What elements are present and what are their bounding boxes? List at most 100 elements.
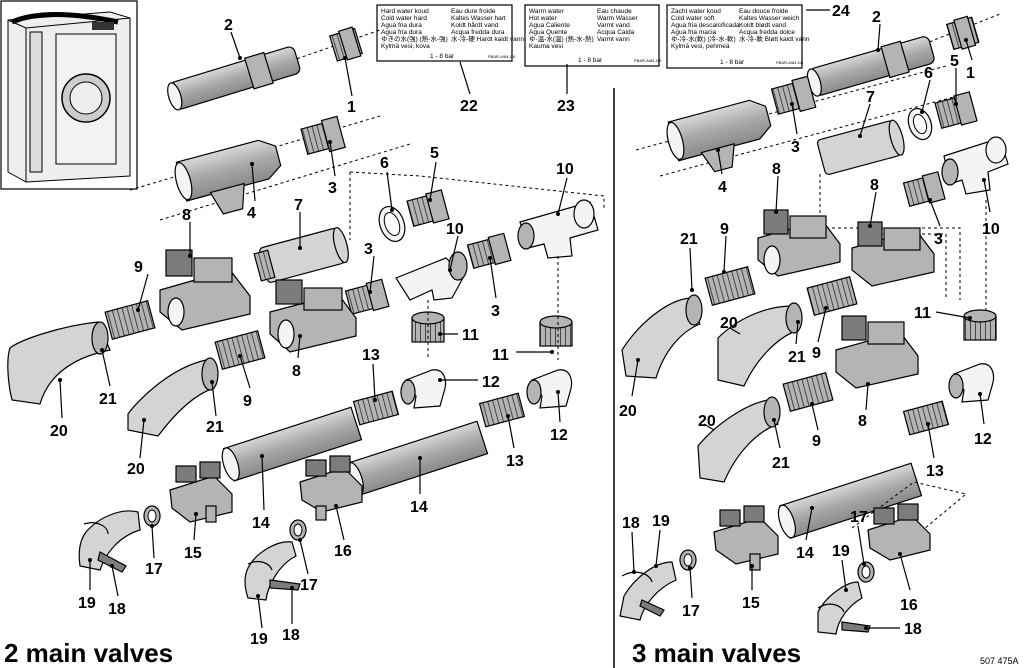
callout-22: 22 [460, 98, 478, 115]
right-callout-21-b: 21 [788, 349, 806, 366]
soft-water-text-l1: Zacht water koud [671, 8, 721, 15]
left-callout-13-b: 13 [506, 453, 524, 470]
hard-water-text-l1: Hard water koud [381, 8, 429, 15]
hot-water-text-l1: Warm water [529, 8, 565, 15]
hot-water-text-l5: ゆ-温-水(温) (熱-水-熱) [529, 34, 594, 43]
right-part-2 [806, 36, 935, 97]
left-callout-18-b: 18 [282, 627, 300, 644]
right-callout-8-mid: 8 [870, 177, 879, 194]
right-callout-9-a: 9 [720, 221, 729, 238]
hard-water-text-r2: Kaltes Wasser hart [451, 15, 506, 22]
left-callout-10-upper: 10 [556, 161, 574, 178]
right-part-1 [945, 15, 980, 51]
left-callout-1: 1 [347, 99, 356, 116]
right-callout-14: 14 [796, 545, 814, 562]
right-callout-20-a: 20 [619, 403, 637, 420]
hard-water-text-l6: Kylmä vesi, kova [381, 43, 430, 50]
left-part-14-b [345, 420, 489, 497]
left-part-4 [174, 139, 282, 215]
right-part-8-mid [851, 221, 935, 287]
hot-water-pressure: 1 - 8 bar [578, 57, 603, 64]
left-callout-8-bottom: 8 [292, 363, 301, 380]
left-parts [7, 26, 605, 601]
soft-water-text-l5: ゆ-冷-水(軟) (冷-水-軟) [671, 34, 736, 43]
right-part-16 [867, 503, 931, 561]
right-callout-20-b: 20 [720, 315, 738, 332]
right-callout-6: 6 [924, 65, 933, 82]
left-callout-11-b: 11 [492, 347, 509, 364]
right-part-9-a [704, 266, 756, 306]
left-callout-19-b: 19 [250, 631, 268, 648]
right-part-15 [713, 505, 779, 571]
left-callout-8-top: 8 [182, 207, 191, 224]
right-callout-16: 16 [900, 597, 918, 614]
right-part-10 [941, 136, 1009, 195]
right-callout-3-top: 3 [791, 139, 800, 156]
right-callout-3-mid: 3 [934, 231, 943, 248]
hard-water-label-plate: Hard water koud Cold water hard Agua fri… [376, 4, 524, 62]
left-part-12-b [526, 369, 573, 409]
right-callout-9-c: 9 [812, 433, 821, 450]
hot-water-text-r3: Varmt vand [597, 22, 630, 29]
hot-water-text-l3: Agua Caliente [529, 22, 570, 29]
left-part-10-lower [395, 251, 468, 301]
left-part-20-top [7, 321, 111, 405]
left-callout-9-bottom: 9 [243, 393, 252, 410]
right-part-9-c [782, 372, 834, 412]
left-callout-4: 4 [247, 205, 256, 222]
left-section-title: 2 main valves [4, 638, 173, 668]
left-callout-7: 7 [294, 197, 303, 214]
hot-water-label-plate: Warm water Hot water Agua Caliente Agua … [524, 4, 662, 67]
right-callout-13: 13 [926, 463, 944, 480]
hot-water-text-r1: Eau chaude [597, 8, 632, 15]
right-part-8-bottom [835, 315, 919, 389]
right-part-11 [963, 309, 997, 341]
soft-water-text-r3: Koldt blødt vand [739, 22, 786, 29]
hot-water-text-l2: Hot water [529, 15, 558, 22]
right-callout-17-b: 17 [850, 509, 868, 526]
right-part-3-mid [902, 171, 946, 207]
right-part-13 [902, 400, 950, 436]
left-part-15 [169, 461, 233, 523]
left-part-5 [406, 189, 450, 227]
left-part-13-b [478, 392, 526, 428]
right-callout-8-bottom: 8 [858, 413, 867, 430]
right-part-9-b [806, 276, 858, 316]
left-part-11-b [539, 315, 573, 347]
left-callout-11-a: 11 [462, 327, 479, 344]
left-part-1 [328, 26, 363, 62]
left-part-3-mid [344, 278, 390, 315]
right-callout-17-a: 17 [682, 603, 700, 620]
right-part-17-a [679, 549, 697, 571]
right-callout-19-b: 19 [832, 543, 850, 560]
hard-water-text-l3: Agua fria dura [381, 22, 422, 29]
left-callout-19-a: 19 [78, 595, 96, 612]
left-callout-2: 2 [224, 17, 233, 34]
soft-water-text-r1: Eau douce froide [739, 8, 789, 15]
soft-water-text-r4: Acqua fredda dolce [739, 29, 795, 36]
soft-water-text-l6: Kylmä vesi, pehmeä [671, 43, 730, 50]
hot-water-text-r5: Varmt vann [597, 36, 630, 43]
callouts: 2 1 22 23 4 3 6 5 7 10 10 8 9 3 3 11 11 … [50, 3, 1000, 648]
soft-water-text-r5: 水-冷-軟 Bløtt kaldt vann [739, 34, 810, 43]
left-part-7 [253, 227, 349, 283]
left-callout-17-a: 17 [145, 561, 163, 578]
left-part-17-b [289, 519, 307, 541]
hard-water-code: PBAR-A/84-G6 [488, 54, 516, 59]
hard-water-text-l5: ゆきの水(強) (熱-水-強) [381, 34, 448, 43]
left-callout-9-top: 9 [134, 259, 143, 276]
right-callout-5: 5 [950, 53, 959, 70]
left-part-9-top [104, 300, 156, 340]
right-callout-21-a: 21 [680, 231, 698, 248]
left-callout-20-a: 20 [50, 423, 68, 440]
right-callout-15: 15 [742, 595, 760, 612]
left-part-6 [378, 205, 406, 243]
hard-water-text-l4: Agua fria dura [381, 29, 422, 36]
right-callout-19-a: 19 [652, 513, 670, 530]
right-part-4 [666, 99, 772, 173]
soft-water-text-r2: Kaltes Wasser weich [739, 15, 799, 22]
left-callout-6: 6 [380, 155, 389, 172]
right-callout-1: 1 [966, 65, 975, 82]
right-parts [619, 13, 1009, 635]
